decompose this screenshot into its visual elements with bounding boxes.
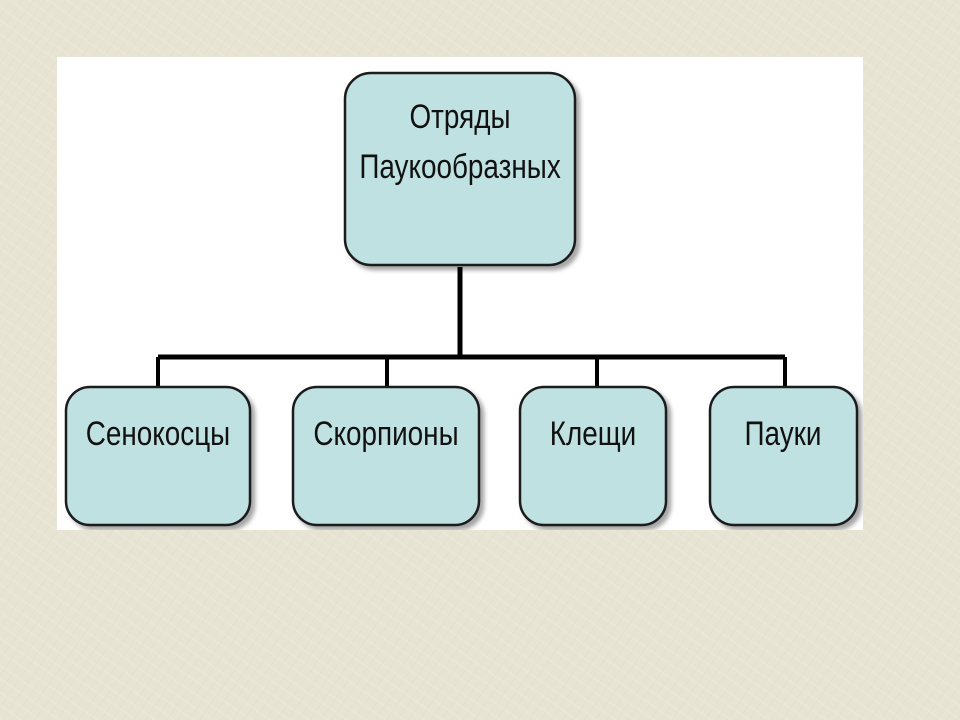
connectors <box>156 267 787 387</box>
child-node-pauki: Пауки <box>708 385 859 527</box>
root-node: Отряды Паукообразных <box>343 71 577 267</box>
root-node-label-line-1: Отряды <box>409 97 510 135</box>
diagram-panel: Отряды Паукообразных Сенокосцы Скорпионы… <box>57 57 863 530</box>
org-chart: Отряды Паукообразных Сенокосцы Скорпионы… <box>64 71 859 527</box>
child-node-label: Скорпионы <box>313 414 458 452</box>
child-node-label: Сенокосцы <box>86 414 230 452</box>
child-node-senokostsy: Сенокосцы <box>64 385 252 527</box>
child-node-label: Клещи <box>550 414 636 452</box>
root-node-label-line-2: Паукообразных <box>359 147 561 185</box>
child-node-label: Пауки <box>745 414 822 452</box>
child-node-kleshchi: Клещи <box>518 385 668 527</box>
child-node-skorpiony: Скорпионы <box>291 385 481 527</box>
